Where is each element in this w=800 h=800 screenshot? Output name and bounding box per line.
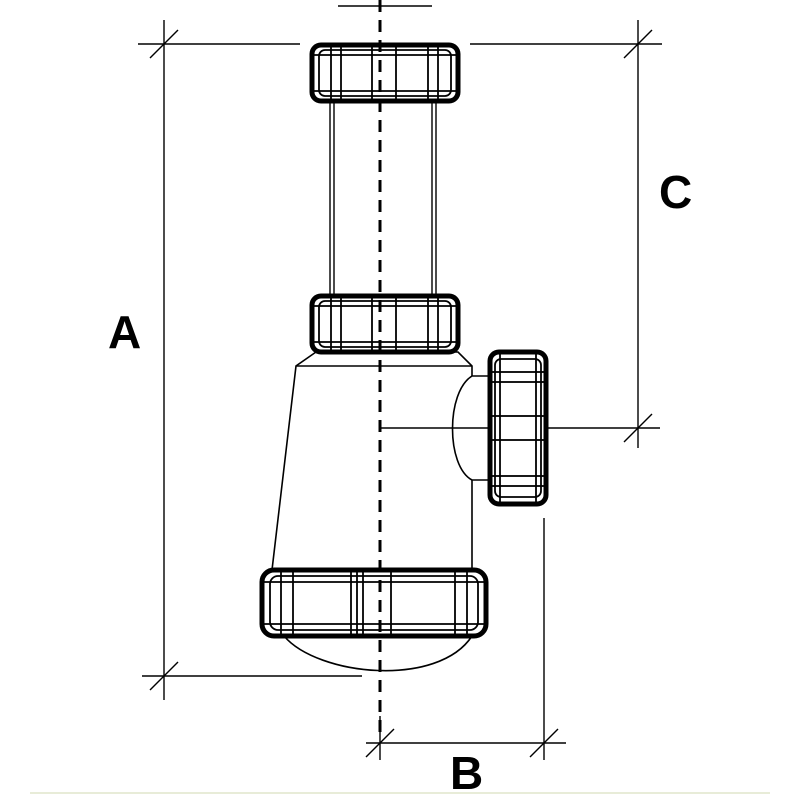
- bottom-nut: [259, 567, 489, 639]
- dimension-c: [470, 20, 662, 448]
- dimension-c-label: C: [659, 166, 692, 218]
- side-outlet-nut: [487, 349, 549, 507]
- bottom-dome: [282, 635, 474, 672]
- dimension-a-label: A: [108, 306, 141, 358]
- middle-nut: [309, 293, 461, 355]
- dimension-a: [138, 20, 362, 700]
- dimension-b-label: B: [450, 747, 483, 799]
- top-nut: [309, 42, 461, 104]
- vertical-pipe: [329, 100, 437, 296]
- dimension-b: [365, 518, 566, 760]
- bottle-body: [271, 351, 473, 571]
